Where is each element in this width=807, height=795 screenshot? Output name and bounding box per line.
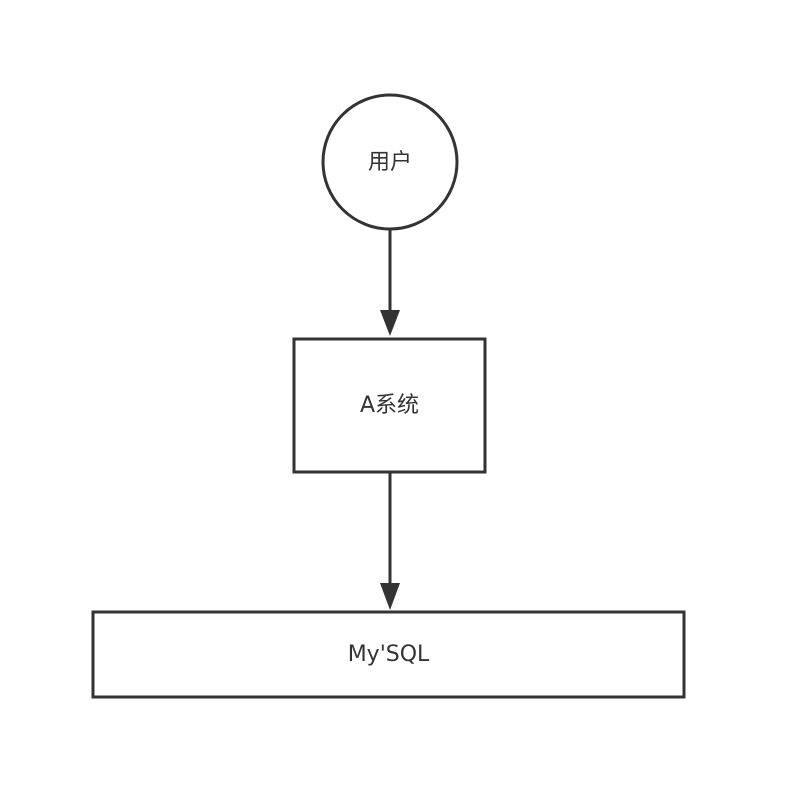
mysql-label: My'SQL	[348, 642, 430, 667]
mysql-box	[91, 610, 686, 699]
user-label: 用户	[368, 150, 412, 175]
arrowhead-icon	[380, 583, 400, 610]
node-user[interactable]: 用户	[321, 93, 459, 231]
edge-system-a-to-mysql	[380, 472, 400, 610]
system-a-box	[292, 337, 487, 474]
edge-user-to-system-a	[380, 229, 400, 336]
node-mysql[interactable]: My'SQL	[91, 610, 686, 699]
arrowhead-icon	[380, 310, 400, 336]
system-a-label: A系统	[360, 393, 419, 418]
node-system-a[interactable]: A系统	[292, 337, 487, 474]
